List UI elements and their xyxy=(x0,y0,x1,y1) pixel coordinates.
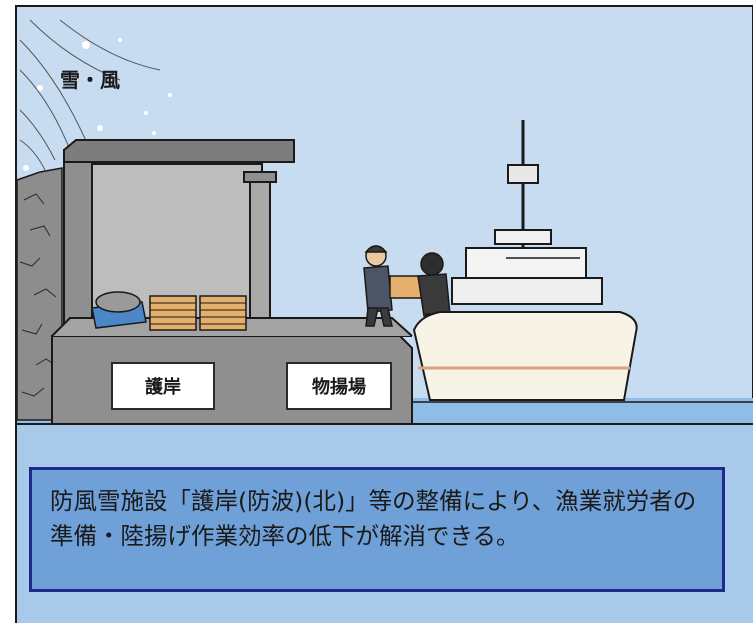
fishing-boat-icon xyxy=(412,120,638,401)
wind-line-icon xyxy=(19,19,161,171)
caption-box: 防風雪施設「護岸(防波)(北)」等の整備により、漁業就労者の準備・陸揚げ作業効率… xyxy=(29,467,725,592)
rock-wall xyxy=(16,167,63,421)
worker-icon xyxy=(363,245,451,331)
landing-area-sign: 物揚場 xyxy=(286,362,392,410)
caption-text: 防風雪施設「護岸(防波)(北)」等の整備により、漁業就労者の準備・陸揚げ作業効率… xyxy=(50,487,697,550)
fish-crate-icon xyxy=(91,291,247,331)
weather-label: 雪・風 xyxy=(60,68,120,92)
seawall-sign: 護岸 xyxy=(111,362,215,410)
